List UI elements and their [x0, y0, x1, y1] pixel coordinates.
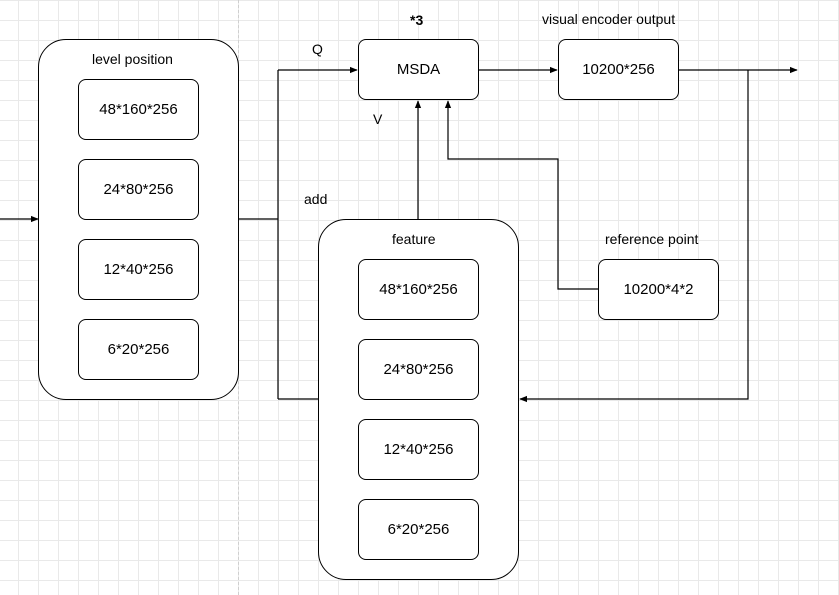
level-position-item: 12*40*256	[78, 239, 199, 300]
feature-item: 6*20*256	[358, 499, 479, 560]
level-position-item: 48*160*256	[78, 79, 199, 140]
repeat-marker: *3	[410, 12, 424, 28]
add-label: add	[304, 191, 328, 207]
feature-title: feature	[392, 231, 436, 247]
level-position-item: 24*80*256	[78, 159, 199, 220]
reference-arrow	[444, 100, 598, 290]
feature-item: 24*80*256	[358, 339, 479, 400]
reference-point-box: 10200*4*2	[598, 259, 719, 320]
loop-back-arrow	[519, 70, 749, 403]
q-label: Q	[312, 41, 323, 57]
feature-item: 48*160*256	[358, 259, 479, 320]
level-position-title: level position	[92, 51, 173, 67]
level-position-item: 6*20*256	[78, 319, 199, 380]
v-label: V	[373, 111, 383, 127]
visual-encoder-output-title: visual encoder output	[542, 11, 676, 27]
msda-box: MSDA	[358, 39, 479, 100]
visual-encoder-output-box: 10200*256	[558, 39, 679, 100]
reference-point-title: reference point	[605, 231, 699, 247]
feature-item: 12*40*256	[358, 419, 479, 480]
